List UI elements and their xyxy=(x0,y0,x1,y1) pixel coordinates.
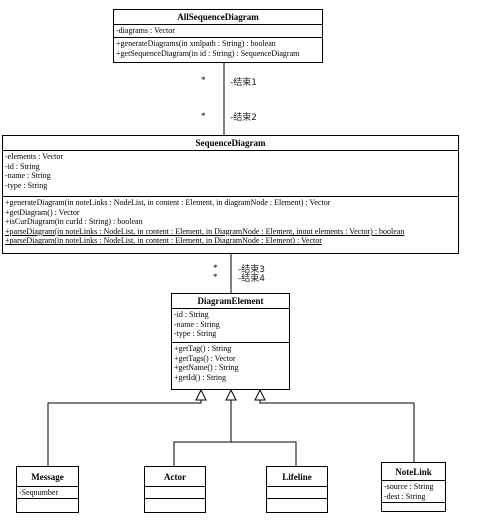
class-name: Lifeline xyxy=(267,467,327,487)
attributes-section xyxy=(267,487,327,499)
operations-section: +generateDiagrams(in xmlpath : String) :… xyxy=(114,38,322,59)
multiplicity-middle-b: * xyxy=(213,272,218,282)
role-label-middle-a: -结束3 xyxy=(238,265,265,275)
operations-section: +getTag() : String +getTags() : Vector +… xyxy=(172,343,289,383)
operation: +getName() : String xyxy=(174,363,239,373)
attribute: -Seqnumber xyxy=(19,488,59,497)
operation: +getId() : String xyxy=(174,372,227,382)
operation: +getTag() : String xyxy=(174,344,232,353)
multiplicity-middle-a: * xyxy=(213,263,218,273)
attribute: -source : String xyxy=(384,482,434,491)
role-label-top-b: -结束2 xyxy=(230,113,257,123)
class-diagram-element[interactable]: DiagramElement -id : String -name : Stri… xyxy=(171,293,290,390)
generalization-arrowheads xyxy=(195,388,266,401)
attributes-section: -source : String -dest : String xyxy=(382,481,445,503)
attribute: -type : String xyxy=(5,180,48,190)
attribute: -dest : String xyxy=(384,491,426,501)
attributes-section: -id : String -name : String -type : Stri… xyxy=(172,309,289,343)
operations-section xyxy=(267,499,327,512)
operations-section: +generateDiagram(in noteLinks : NodeList… xyxy=(3,197,458,247)
operations-section xyxy=(382,503,445,511)
class-all-sequence-diagram[interactable]: AllSequenceDiagram -diagrams : Vector +g… xyxy=(113,9,323,63)
class-note-link[interactable]: NoteLink -source : String -dest : String xyxy=(381,462,446,512)
operation: +isCurDiagram(in curId : String) : boole… xyxy=(5,217,143,227)
class-sequence-diagram[interactable]: SequenceDiagram -elements : Vector -id :… xyxy=(2,135,459,254)
operation: +getDiagram() : Vector xyxy=(5,207,80,217)
class-name: Message xyxy=(17,467,78,487)
attribute: -id : String xyxy=(174,310,209,319)
multiplicity-top-b: * xyxy=(201,111,206,121)
attribute: -type : String xyxy=(174,329,217,339)
role-label-top-a: -结束1 xyxy=(230,78,257,88)
operation: +generateDiagram(in noteLinks : NodeList… xyxy=(5,198,331,207)
class-name: NoteLink xyxy=(382,463,445,481)
operations-section xyxy=(17,499,78,512)
operation: +getSequenceDiagram(in id : String) : Se… xyxy=(116,48,300,58)
class-message[interactable]: Message -Seqnumber xyxy=(16,466,79,513)
attribute: -name : String xyxy=(174,319,220,329)
attributes-section: -diagrams : Vector xyxy=(114,25,322,38)
generalization-lines xyxy=(47,400,415,466)
operation: +parseDiagram(in noteLinks : NodeList, i… xyxy=(5,226,405,236)
attributes-section: -elements : Vector -id : String -name : … xyxy=(3,151,458,197)
class-lifeline[interactable]: Lifeline xyxy=(266,466,328,513)
operations-section xyxy=(145,499,205,512)
attribute: -id : String xyxy=(5,161,40,171)
operation: +parseDiagram(in noteLinks : NodeList, i… xyxy=(5,236,322,246)
attribute: -diagrams : Vector xyxy=(116,26,175,35)
attributes-section xyxy=(145,487,205,499)
class-name: Actor xyxy=(145,467,205,487)
attributes-section: -Seqnumber xyxy=(17,487,78,499)
class-name: AllSequenceDiagram xyxy=(114,10,322,25)
role-label-middle-b: -结束4 xyxy=(238,274,265,284)
operation: +generateDiagrams(in xmlpath : String) :… xyxy=(116,39,276,48)
class-name: SequenceDiagram xyxy=(3,136,458,151)
class-actor[interactable]: Actor xyxy=(144,466,206,513)
attribute: -name : String xyxy=(5,171,51,181)
class-name: DiagramElement xyxy=(172,294,289,309)
operation: +getTags() : Vector xyxy=(174,353,236,363)
multiplicity-top-a: * xyxy=(201,75,206,85)
attribute: -elements : Vector xyxy=(5,152,64,161)
